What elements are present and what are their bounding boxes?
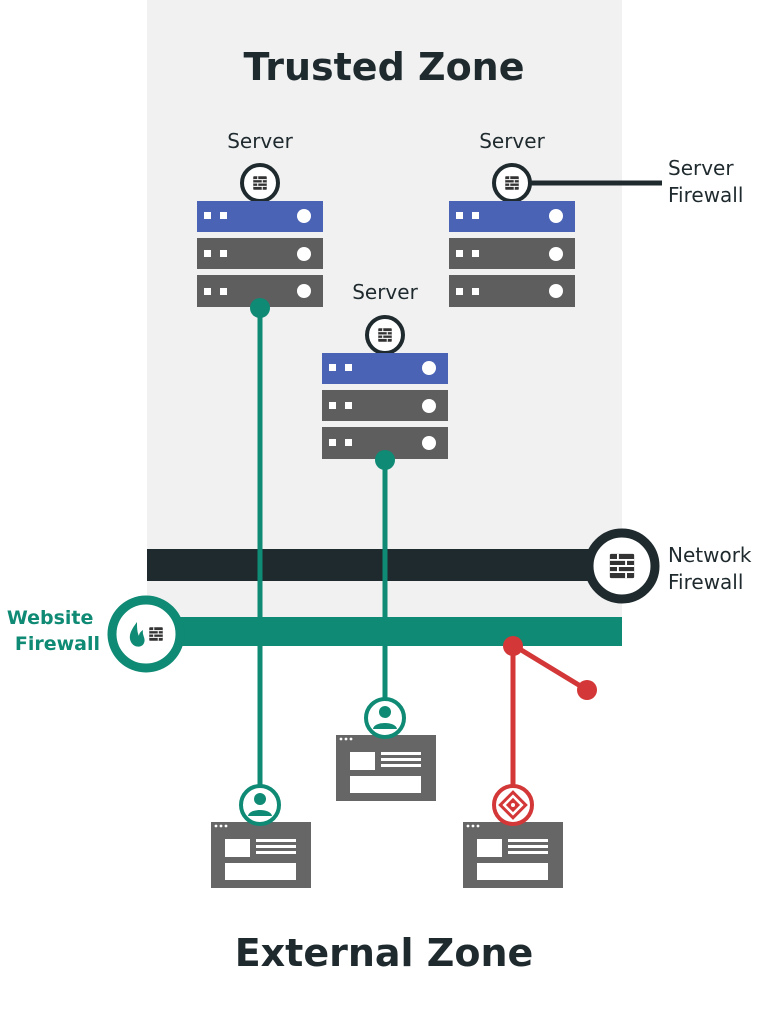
website-firewall-label: Website Firewall — [7, 607, 100, 655]
server-left-label: Server — [227, 129, 293, 153]
flame-icon — [129, 622, 145, 647]
blocked-attack-path — [503, 636, 597, 800]
user-node-left — [239, 784, 281, 826]
network-firewall-label: Network Firewall — [668, 543, 758, 594]
legit-connection-center — [375, 450, 395, 700]
server-rack — [322, 353, 448, 459]
brick-wall-icon — [148, 626, 164, 642]
server-center-label: Server — [352, 280, 418, 304]
user-icon — [248, 793, 272, 816]
server-firewall-label: Server Firewall — [668, 156, 743, 207]
browser-window-left — [211, 822, 311, 888]
website-firewall-node — [107, 595, 185, 673]
browser-window-center — [336, 735, 436, 801]
threat-node — [492, 784, 534, 826]
brick-wall-icon — [252, 175, 268, 191]
server-right-label: Server — [479, 129, 545, 153]
legit-connection-left — [250, 298, 270, 790]
brick-wall-icon — [608, 552, 636, 580]
external-zone-title: External Zone — [235, 931, 534, 975]
user-node-center — [364, 697, 406, 739]
user-icon — [373, 706, 397, 729]
brick-wall-icon — [377, 327, 393, 343]
server-rack — [449, 201, 575, 307]
trusted-zone-title: Trusted Zone — [243, 45, 524, 89]
brick-wall-icon — [504, 175, 520, 191]
server-left: Server — [197, 129, 323, 307]
network-firewall-node — [584, 528, 660, 604]
server-rack — [197, 201, 323, 307]
server-right: Server — [449, 129, 662, 307]
browser-window-right — [463, 822, 563, 888]
bug-icon — [498, 790, 528, 820]
